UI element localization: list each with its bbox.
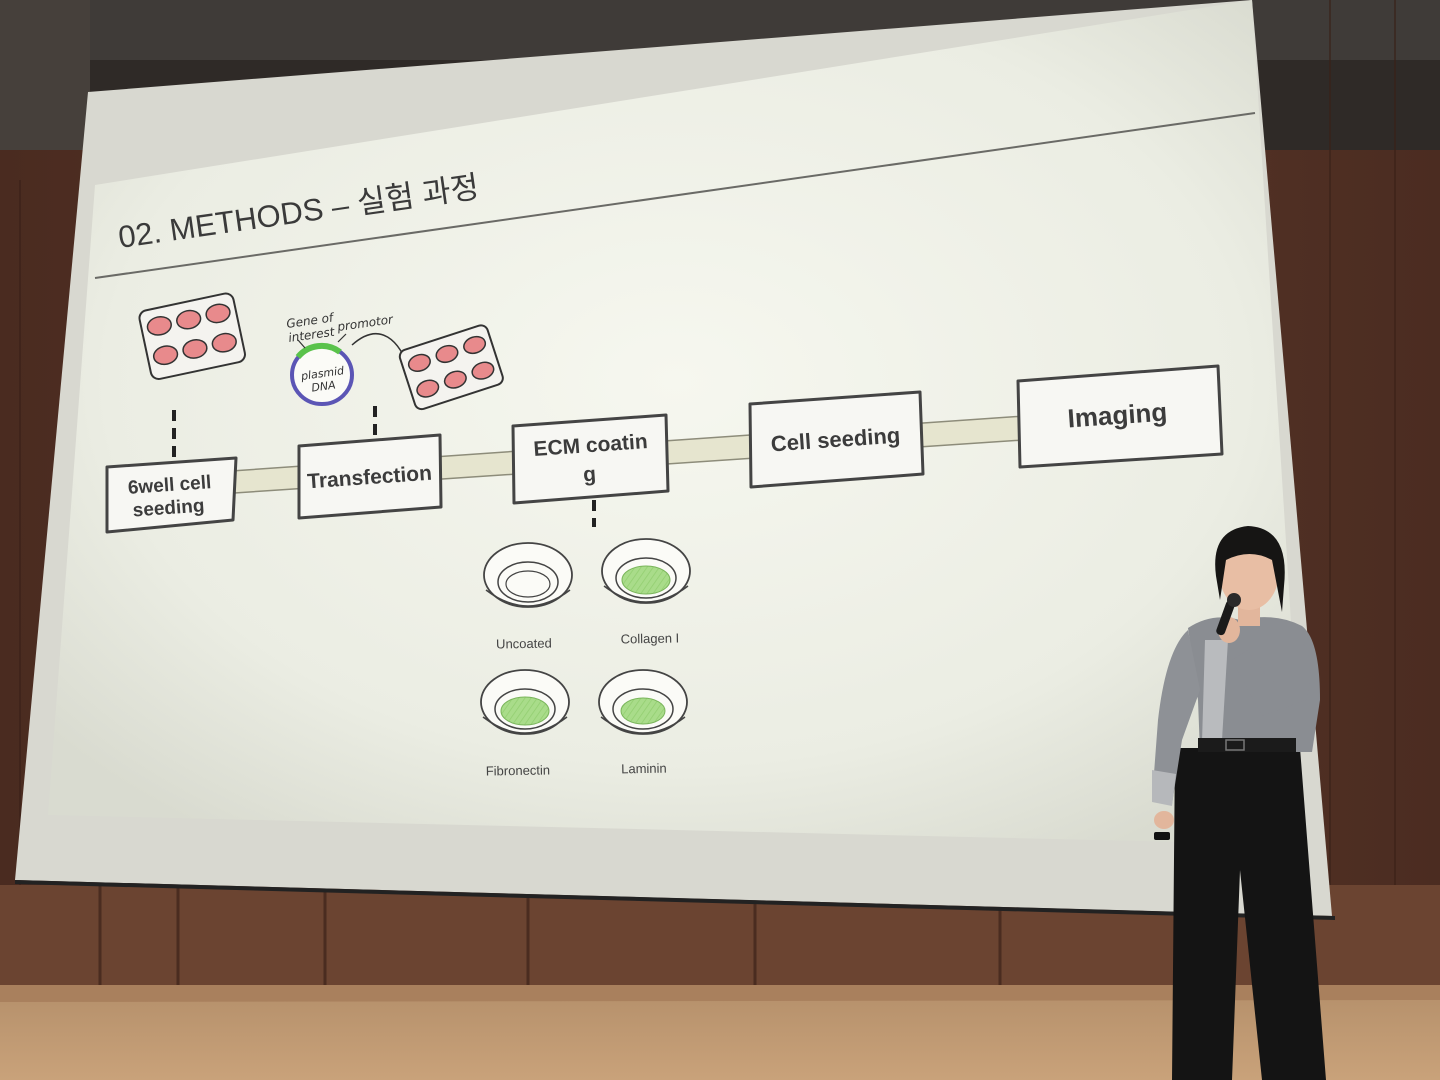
six-well-plate-icon: [138, 292, 246, 380]
six-well-plate-icon: [398, 324, 504, 411]
culture-dish-icon: [598, 669, 688, 735]
culture-dish-icon: [483, 542, 573, 608]
culture-dish-icon: [601, 538, 691, 604]
step-box-transfection: [297, 433, 443, 520]
step-box-6well: [105, 456, 238, 534]
microphone-icon: [1216, 593, 1241, 636]
culture-dish-icon: [480, 669, 570, 735]
step-box-cell-seeding: [748, 390, 925, 489]
step-label-imaging: Imaging: [1067, 397, 1169, 434]
step-label-ecm-line2: g: [582, 463, 596, 487]
coating-label-uncoated: Uncoated: [496, 636, 552, 652]
coating-label-collagen: Collagen I: [621, 630, 680, 646]
clicker-remote: [1154, 832, 1170, 840]
step-box-imaging: [1016, 364, 1224, 469]
projection-screen: [48, 0, 1305, 845]
gene-label-1: Gene of: [285, 310, 335, 331]
stage-floor: [0, 985, 1440, 1080]
coating-label-laminin: Laminin: [621, 761, 667, 777]
plasmid-label-1: plasmid: [299, 364, 346, 383]
step-label-6well-line2: seeding: [132, 496, 205, 522]
coating-label-fibronectin: Fibronectin: [486, 762, 551, 778]
presenter: [1152, 526, 1326, 1080]
gene-label-2: interest: [287, 324, 336, 344]
plasmid-label-2: DNA: [311, 378, 337, 394]
step-box-ecm: [511, 413, 670, 505]
